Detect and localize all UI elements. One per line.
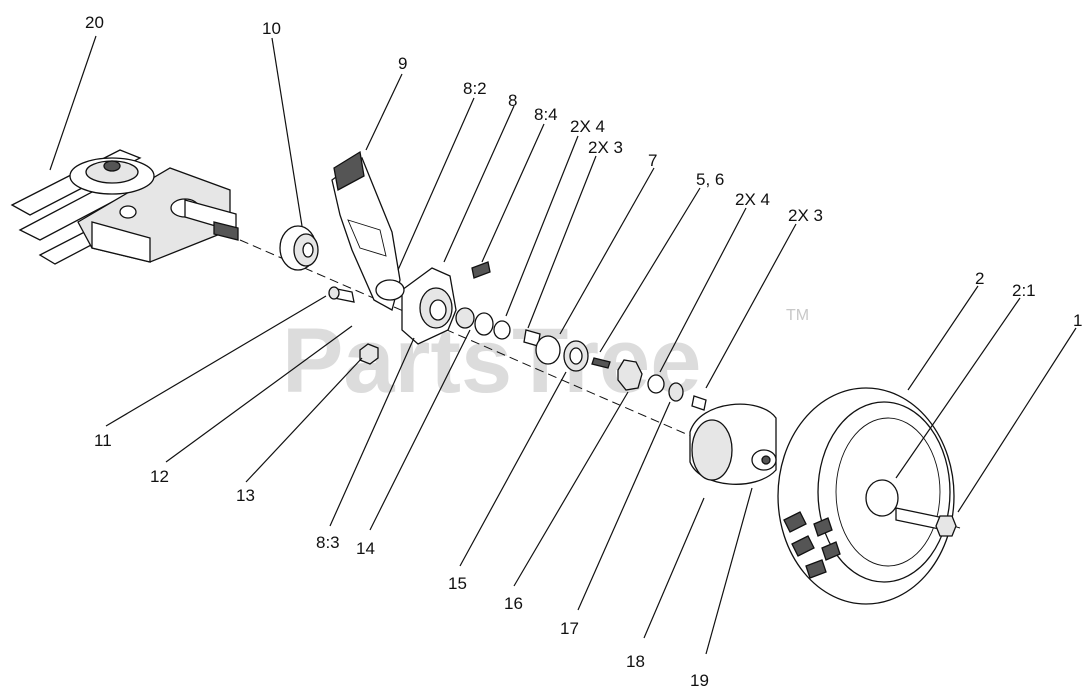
callout-2x4-a: 2X 4 (570, 117, 605, 136)
callout-7: 7 (648, 151, 657, 170)
callout-8-4: 8:4 (534, 105, 558, 124)
callout-19: 19 (690, 671, 709, 690)
part-2-wheel (777, 387, 955, 605)
callout-2: 2 (975, 269, 984, 288)
part-washers-group-a (474, 312, 589, 372)
callout-5-6: 5, 6 (696, 170, 724, 189)
callout-10: 10 (262, 19, 281, 38)
callout-8-2: 8:2 (463, 79, 487, 98)
callout-9: 9 (398, 54, 407, 73)
part-1-axle-bolt (895, 507, 957, 537)
callout-15: 15 (448, 574, 467, 593)
callout-13: 13 (236, 486, 255, 505)
callout-14: 14 (356, 539, 375, 558)
callout-labels: 20 10 9 8:2 8 8:4 2X 4 2X 3 7 5, 6 2X 4 … (85, 13, 1082, 690)
part-18-19-hub-cup (689, 403, 777, 485)
callout-1: 1 (1073, 311, 1082, 330)
part-14-bearing (455, 307, 475, 329)
part-11-bolt (328, 286, 355, 303)
callout-12: 12 (150, 467, 169, 486)
part-9-bracket (331, 150, 401, 311)
callout-2x4-b: 2X 4 (735, 190, 770, 209)
callout-2x3-b: 2X 3 (788, 206, 823, 225)
part-10-spacer (279, 225, 319, 271)
part-15-16-gear (591, 357, 643, 391)
callout-18: 18 (626, 652, 645, 671)
callout-2x3-a: 2X 3 (588, 138, 623, 157)
callout-8: 8 (508, 91, 517, 110)
callout-20: 20 (85, 13, 104, 32)
callout-11: 11 (94, 431, 112, 450)
callout-8-3: 8:3 (316, 533, 340, 552)
callout-2-1: 2:1 (1012, 281, 1036, 300)
part-8-gear-housing (375, 261, 491, 345)
callout-17: 17 (560, 619, 579, 638)
callout-16: 16 (504, 594, 523, 613)
leader-lines (49, 35, 1077, 655)
watermark-trademark: TM (786, 307, 809, 324)
part-17-washers-group-b (647, 374, 707, 411)
part-20-transmission (10, 149, 239, 265)
